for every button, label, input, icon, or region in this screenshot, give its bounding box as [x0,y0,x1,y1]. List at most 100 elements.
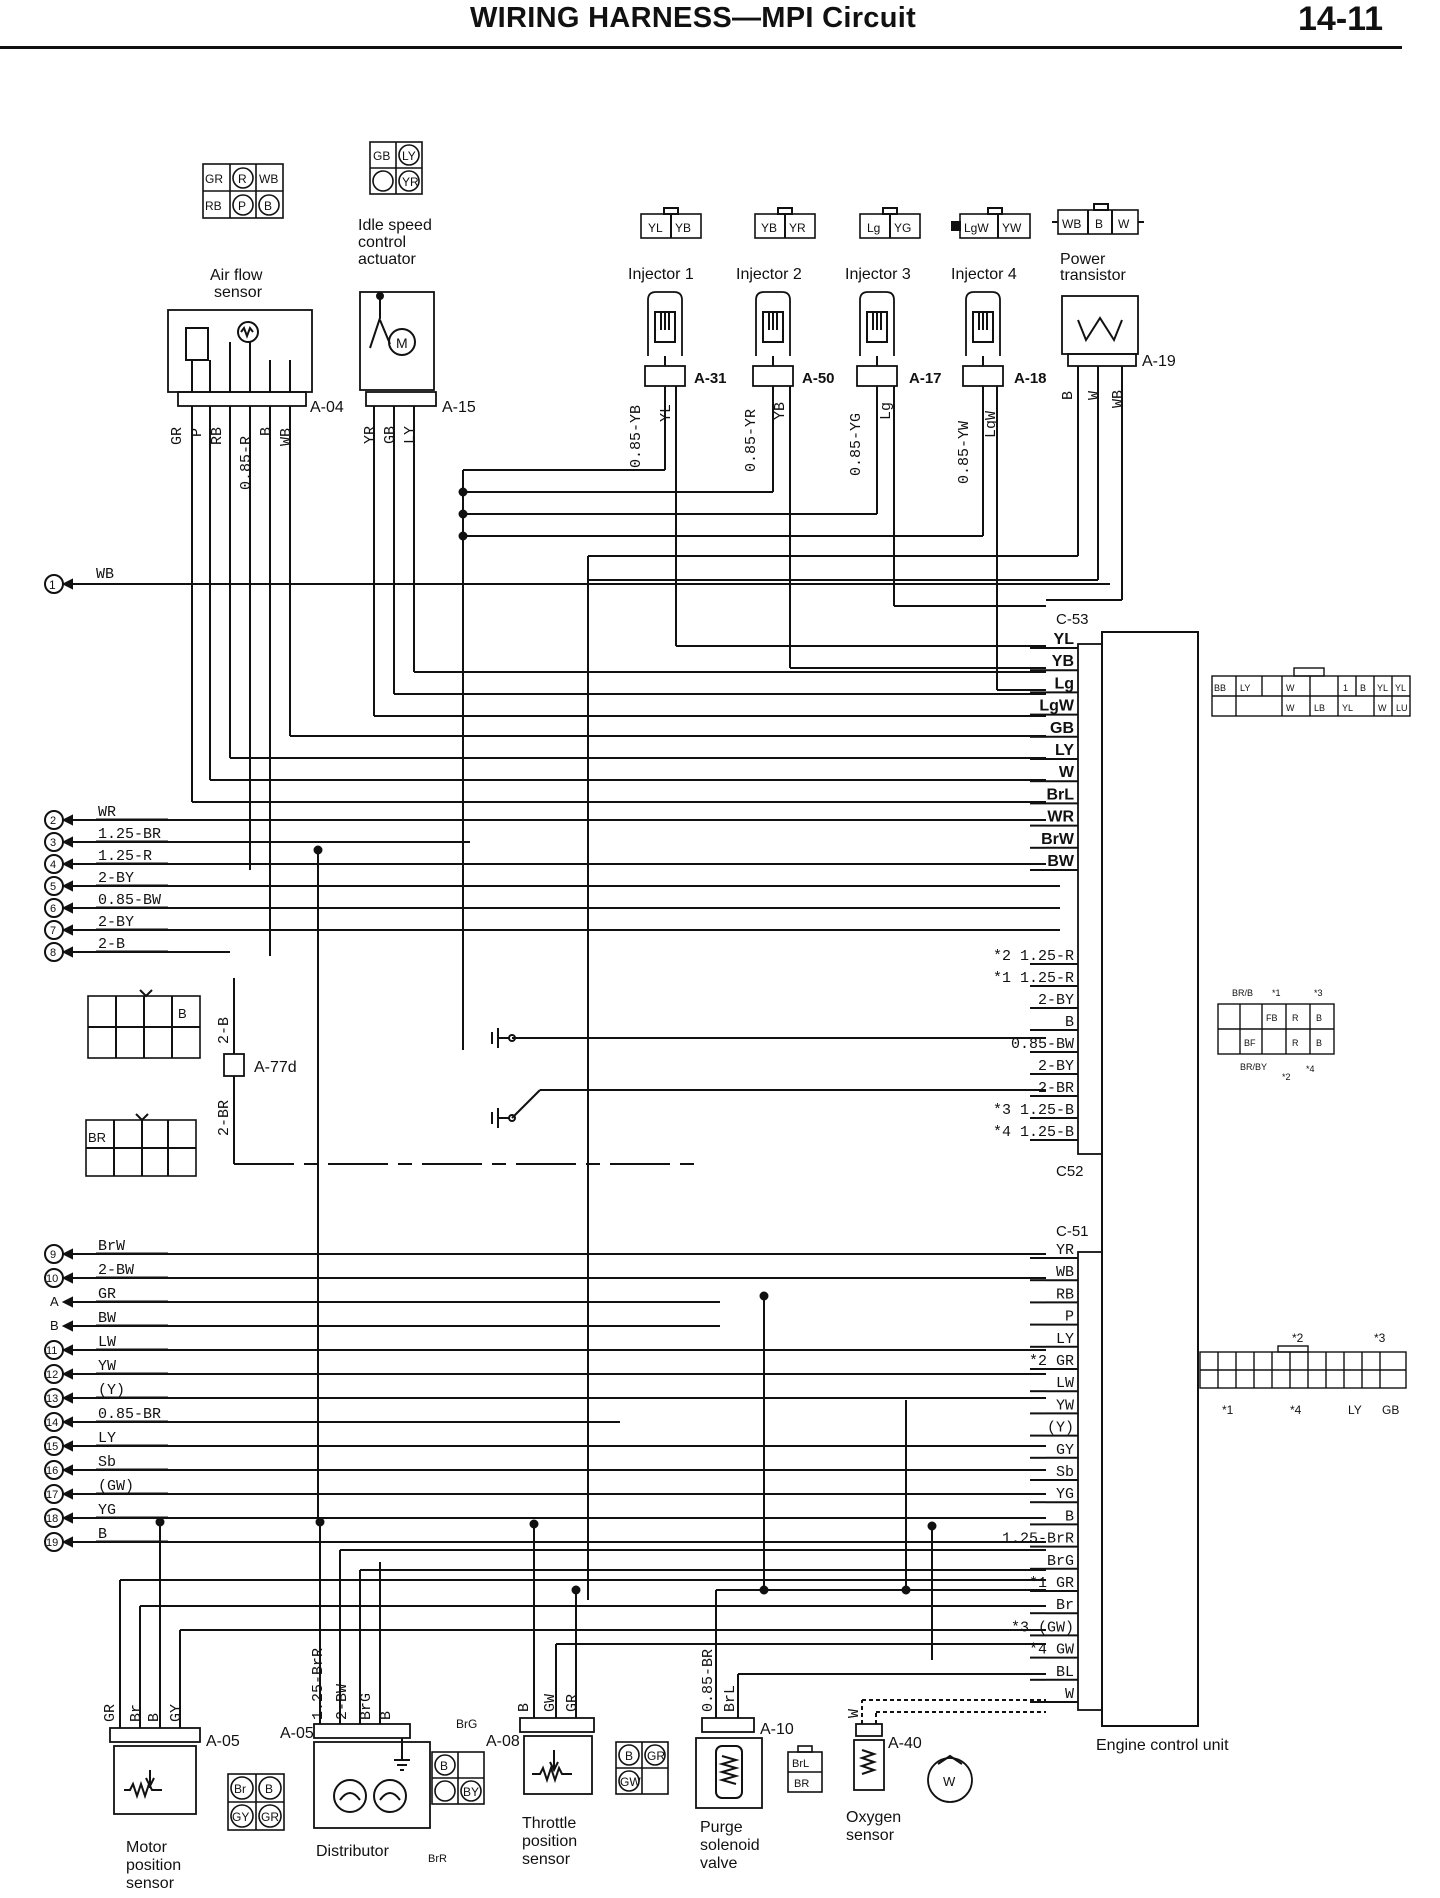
ecu-pin-label: 1.25-BrR [1002,1531,1074,1548]
terminal-wire-label: 0.85-BW [98,892,161,909]
svg-text:*4: *4 [1290,1403,1302,1417]
svg-text:YL: YL [1342,703,1353,713]
svg-text:A-31: A-31 [694,370,727,387]
a77d-connector: B BR A-77d 2-B 2-BR [85,978,700,1177]
left-terminal: 2 WR [44,804,1046,830]
svg-text:A-10: A-10 [760,1721,794,1738]
svg-text:W: W [943,1774,956,1789]
ecu-pin-label: YW [1056,1397,1074,1414]
ecu-pin-label: GY [1056,1442,1074,1459]
svg-text:GW: GW [620,1775,641,1789]
svg-text:B: B [1316,1013,1322,1023]
left-terminal: 17(GW) [44,1478,1046,1504]
svg-text:0.85-YB: 0.85-YB [628,405,645,468]
terminal-wire-label: B [98,1526,107,1543]
c52-connector-face: BR/B *1 *3 FB R B BF R B BR/BY *2 *4 [1217,988,1335,1082]
svg-text:B: B [516,1703,533,1712]
ecu-pin-label: W [1059,764,1075,781]
terminal-number: 10 [46,1273,58,1285]
ecu-pin-label: *4 GW [1029,1642,1074,1659]
svg-text:1: 1 [49,578,56,592]
terminal-wire-label: 2-BY [98,870,134,887]
injector-4: LgW YW Injector 4 A-18 0.85-YW LgW [951,207,1047,484]
ecu-pin-label: YR [1056,1242,1074,1259]
page-header: WIRING HARNESS—MPI Circuit 14-11 [0,0,1402,49]
svg-text:YB: YB [772,402,789,420]
svg-text:C52: C52 [1056,1163,1084,1180]
svg-text:W: W [1286,703,1295,713]
left-terminal-group-top: 1 WB [44,566,114,594]
terminal-wire-label: BW [98,1310,116,1327]
svg-text:YL: YL [1395,683,1406,693]
terminal-wire-label: LY [98,1430,116,1447]
svg-text:R: R [238,172,247,186]
svg-text:*3: *3 [1314,988,1323,998]
svg-text:A-05: A-05 [206,1733,240,1750]
ecu-pin-label: *3 1.25-B [993,1102,1074,1119]
terminal-wire-label: BrW [98,1238,125,1255]
ecu-pin-label: 2-BY [1038,992,1074,1009]
left-terminal: B BW [50,1310,720,1333]
ecu-pin-label: *3 (GW) [1011,1619,1074,1636]
injector-2: YB YR Injector 2 A-50 0.85-YR YB [736,207,835,472]
svg-text:C-53: C-53 [1056,611,1089,628]
ecu-pin-label: YB [1052,653,1074,670]
svg-text:GB: GB [1382,1403,1399,1417]
terminal-number: 15 [46,1441,58,1453]
terminal-wire-label: WR [98,804,116,821]
svg-text:A-50: A-50 [802,370,835,387]
svg-text:YR: YR [789,221,806,235]
svg-text:0.85-YG: 0.85-YG [848,413,865,476]
ecu-pin-label: RB [1056,1286,1074,1303]
svg-text:B: B [440,1759,448,1773]
ecu-pin-label: YG [1056,1486,1074,1503]
ecu-pin-label: 2-BY [1038,1058,1074,1075]
page-number: 14-11 [1298,0,1384,38]
svg-text:0.85-YR: 0.85-YR [743,409,760,472]
terminal-number: 13 [46,1393,58,1405]
terminal-wire-label: 1.25-R [98,848,152,865]
svg-text:B: B [146,1713,163,1722]
ecu-pin-label: P [1065,1309,1074,1326]
svg-text:Distributor: Distributor [316,1843,390,1860]
terminal-wire-label: 0.85-BR [98,1406,161,1423]
svg-text:Lg: Lg [878,402,895,420]
ecu-pin-label: BL [1056,1664,1074,1681]
svg-text:YR: YR [402,175,419,189]
svg-text:B: B [258,427,275,436]
svg-text:2-BR: 2-BR [216,1100,233,1136]
terminal-wire-label: (Y) [98,1382,125,1399]
terminal-number: 4 [50,859,56,871]
svg-text:P: P [189,428,206,437]
distributor: A-05 Distributor 1.25-BrR 2-BW BrG B [280,1648,431,1860]
terminal-number: B [50,1318,59,1333]
terminal-number: 9 [50,1249,56,1261]
terminal-number: 6 [50,903,56,915]
svg-text:BrL: BrL [792,1758,809,1770]
injector-3: Lg YG Injector 3 A-17 0.85-YG Lg [845,207,942,476]
svg-text:0.85-R: 0.85-R [238,436,255,490]
a08-connector: BrG A-08 B BY BrR [428,1717,520,1865]
engine-control-unit: Engine control unit C-53 C52 C-51 [1056,611,1229,1754]
terminal-wire-label: (GW) [98,1478,134,1495]
terminal-number: 2 [50,815,56,827]
svg-text:B: B [1095,217,1103,231]
ecu-pin-label: BrW [1041,831,1075,848]
ecu-pin-label: *4 1.25-B [993,1124,1074,1141]
svg-text:B: B [1316,1038,1322,1048]
